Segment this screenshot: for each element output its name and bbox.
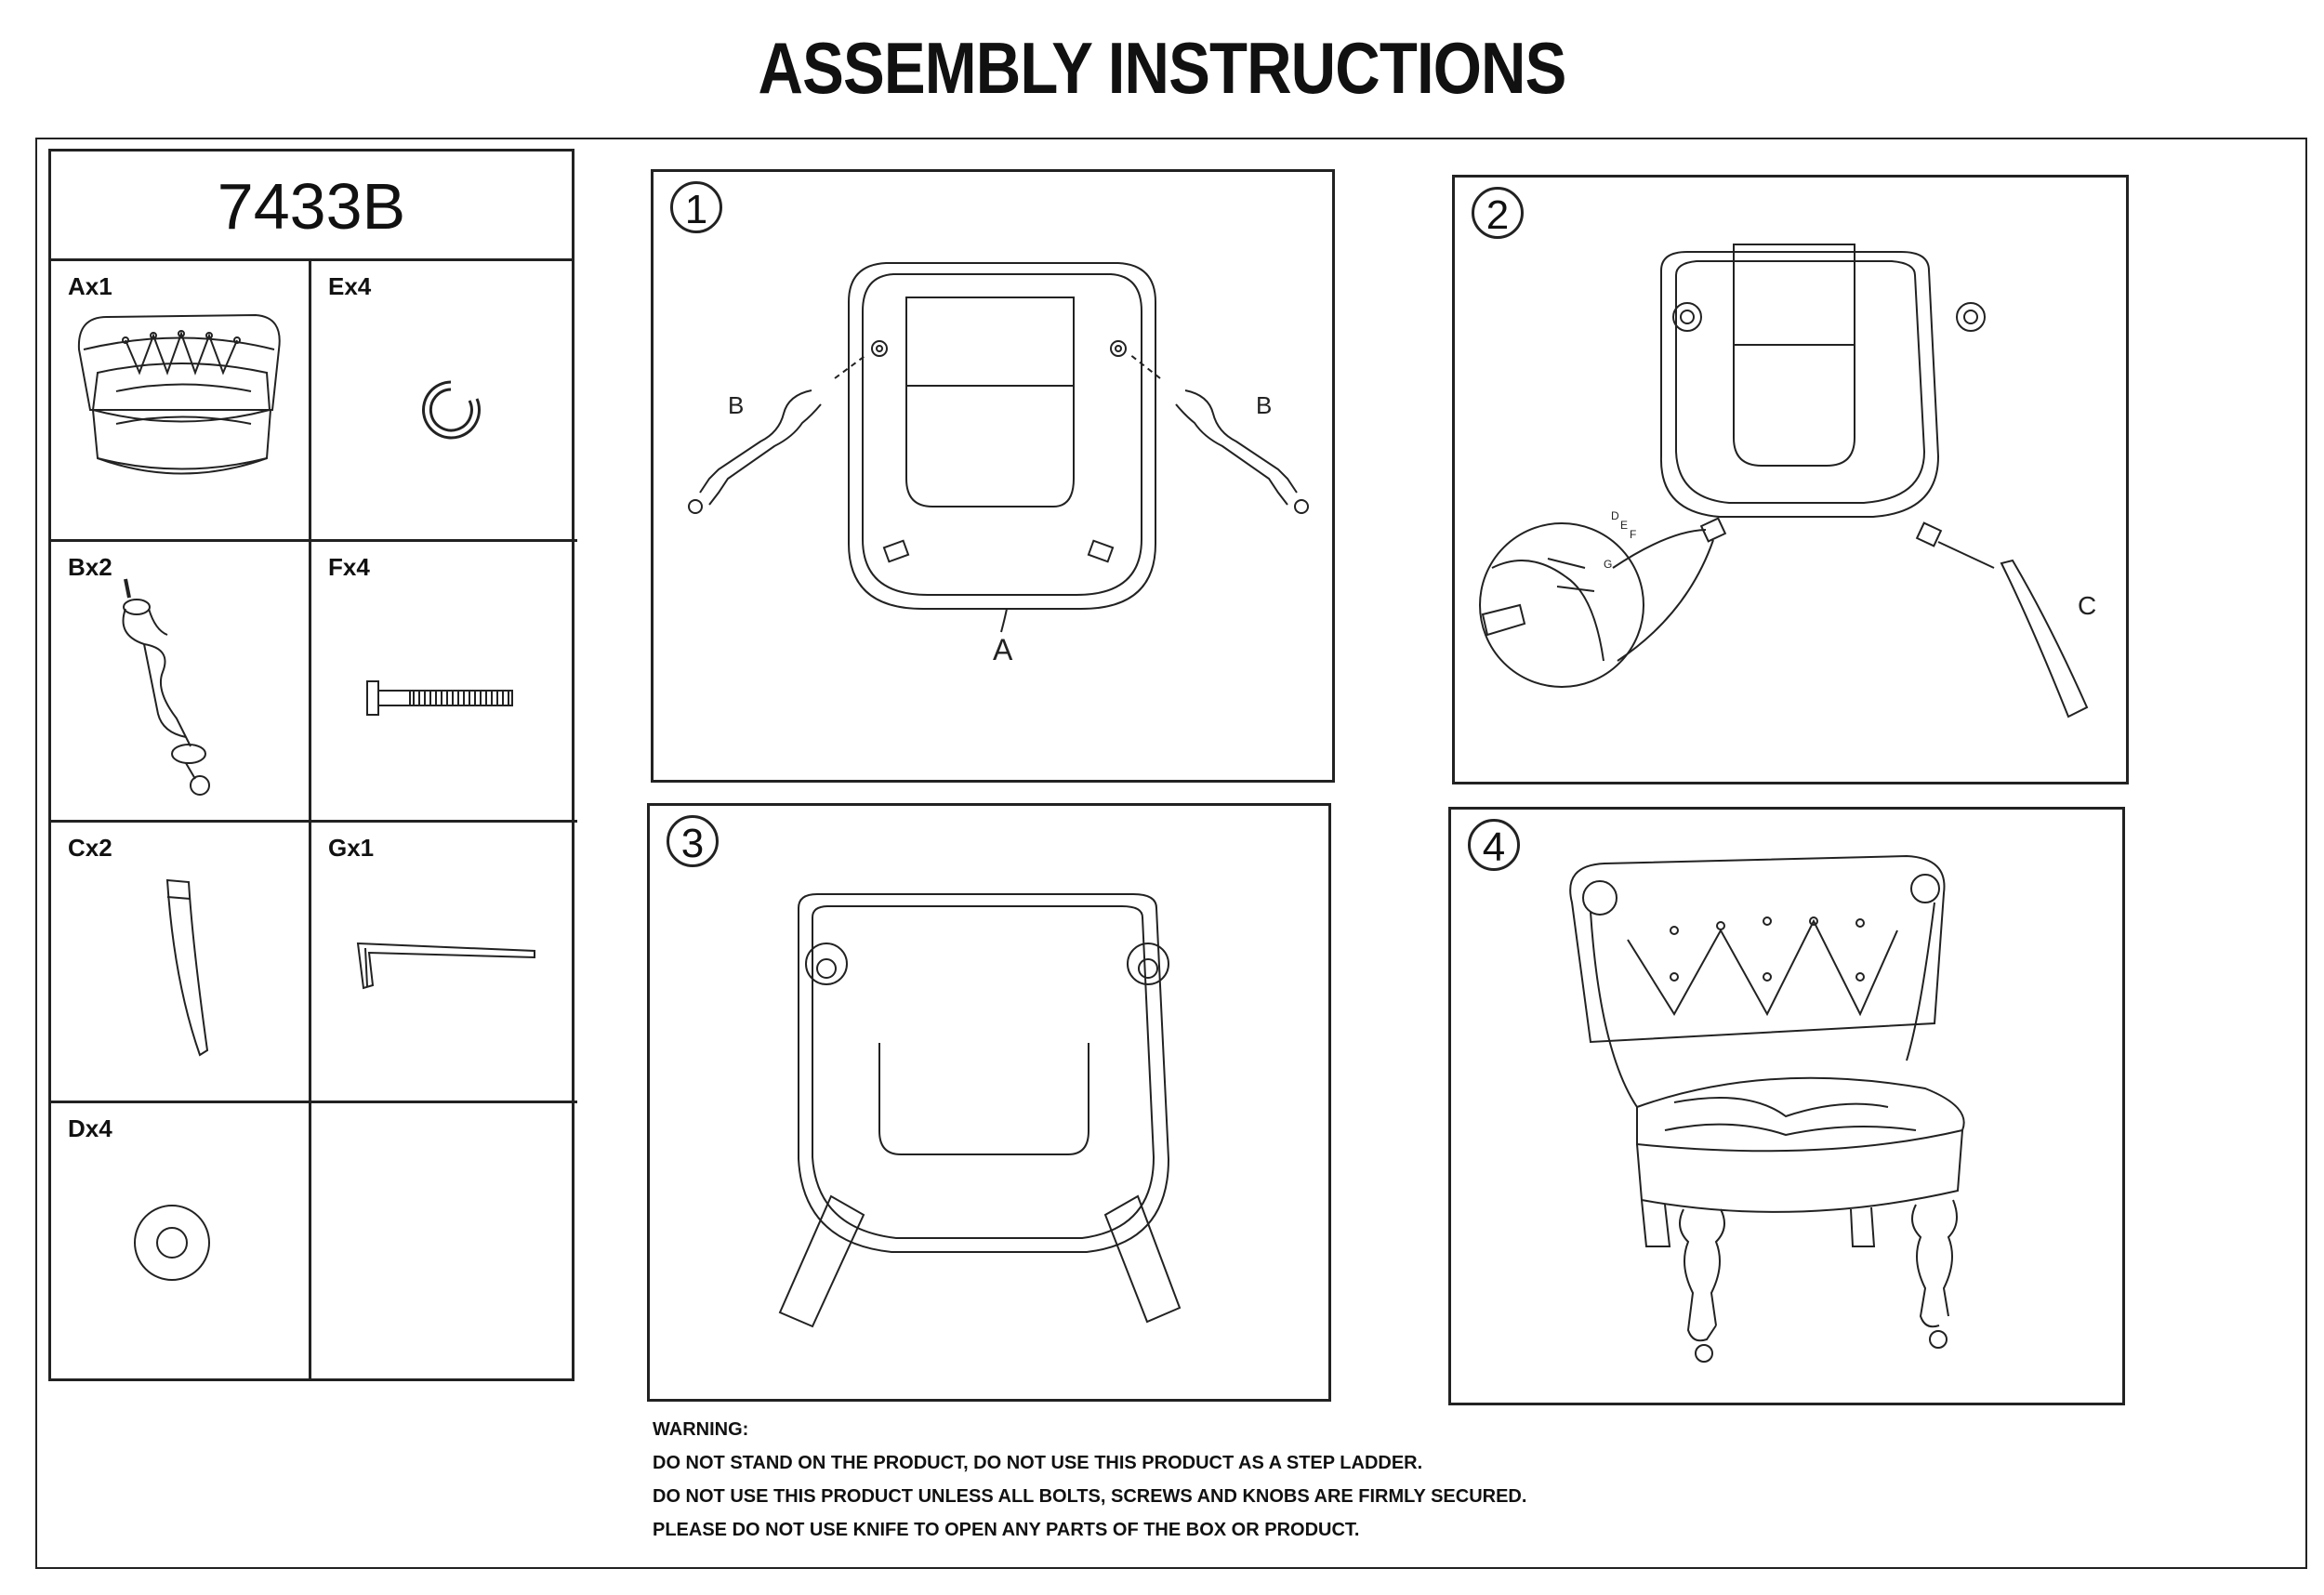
step-2-detail-f: F xyxy=(1630,528,1636,541)
part-label-c: Cx2 xyxy=(68,834,112,862)
step-2-illustration: C D E F G xyxy=(1479,244,2096,718)
part-cell-d: Dx4 xyxy=(51,1103,311,1381)
step-2-detail-g: G xyxy=(1604,558,1612,571)
model-number: 7433B xyxy=(51,152,572,261)
step-3-panel: 3 xyxy=(647,803,1331,1402)
part-cell-f: Fx4 xyxy=(311,542,577,823)
part-cell-b: Bx2 xyxy=(51,542,311,823)
bolt-icon xyxy=(366,680,513,716)
split-washer-icon xyxy=(422,380,481,440)
step-2-detail-e: E xyxy=(1620,519,1628,532)
part-label-d: Dx4 xyxy=(68,1114,112,1142)
part-label-f: Fx4 xyxy=(328,553,370,581)
flat-washer-icon xyxy=(134,1205,210,1281)
back-leg-icon xyxy=(165,878,209,1057)
step-2-detail-d: D xyxy=(1611,509,1619,522)
step-1-callout-b-right: B xyxy=(1256,391,1272,419)
turned-leg-with-caster-icon xyxy=(122,578,210,796)
step-3-number: 3 xyxy=(667,815,719,867)
part-label-e: Ex4 xyxy=(328,272,372,300)
step-4-panel: 4 xyxy=(1448,807,2125,1405)
part-cell-e: Ex4 xyxy=(311,261,577,542)
chair-body-icon xyxy=(77,313,281,475)
step-4-illustration xyxy=(1569,854,1965,1363)
allen-key-icon xyxy=(356,942,535,990)
step-1-panel: 1 B B A xyxy=(651,169,1335,783)
page-title: ASSEMBLY INSTRUCTIONS xyxy=(758,27,1566,109)
part-cell-a: Ax1 xyxy=(51,261,311,542)
part-cell-c: Cx2 xyxy=(51,823,311,1103)
warning-heading: WARNING: xyxy=(653,1419,749,1440)
part-label-g: Gx1 xyxy=(328,834,375,862)
step-1-callout-b-left: B xyxy=(728,391,744,419)
step-1-illustration: B B A xyxy=(688,262,1309,666)
step-2-number: 2 xyxy=(1472,187,1524,239)
step-2-panel: 2 C D E F G xyxy=(1452,175,2129,784)
step-3-illustration xyxy=(778,893,1182,1328)
step-2-callout-c: C xyxy=(2078,591,2096,620)
warning-line-1: DO NOT STAND ON THE PRODUCT, DO NOT USE … xyxy=(653,1453,1423,1473)
part-cell-g: Gx1 xyxy=(311,823,577,1103)
part-cell-empty xyxy=(311,1103,577,1381)
part-label-b: Bx2 xyxy=(68,553,112,581)
warning-line-3: PLEASE DO NOT USE KNIFE TO OPEN ANY PART… xyxy=(653,1520,1360,1540)
step-4-number: 4 xyxy=(1468,819,1520,871)
parts-list-panel: 7433B Ax1 Ex4 Bx2 xyxy=(48,149,577,1381)
instruction-sheet-border xyxy=(35,138,2307,1569)
step-1-number: 1 xyxy=(670,181,722,233)
part-label-a: Ax1 xyxy=(68,272,112,300)
warning-line-2: DO NOT USE THIS PRODUCT UNLESS ALL BOLTS… xyxy=(653,1486,1527,1507)
warning-block: WARNING: DO NOT STAND ON THE PRODUCT, DO… xyxy=(653,1413,1526,1547)
step-1-callout-a: A xyxy=(993,633,1013,666)
